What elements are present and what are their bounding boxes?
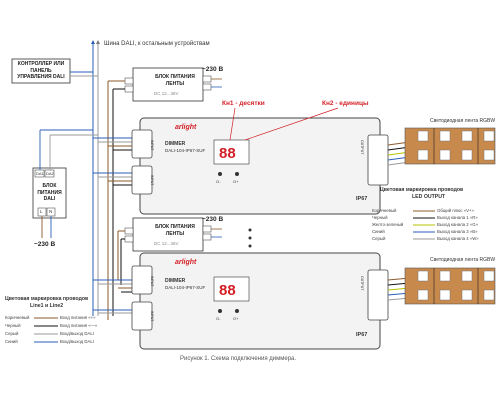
dimmer-bottom-btn2[interactable]: O+: [233, 316, 239, 321]
line-legend-color-2: Серый: [5, 331, 19, 336]
led-legend-color-2: Желто-зеленый: [372, 222, 404, 227]
callout-k1: Кн1 - десятки: [222, 100, 265, 107]
strip-psu-bottom-box: [132, 217, 204, 252]
line-legend-meaning-0: Вход питания «+»: [60, 315, 96, 320]
line-legend-meaning-3: Вход/выход DALI: [60, 339, 94, 344]
dali-psu-terminal-2: DA2: [46, 171, 54, 176]
dimmer-bottom-model: DALI-104-IP67-SUF: [165, 285, 206, 290]
led-legend-title-1: Цветовая маркировка проводов: [380, 187, 464, 193]
dimmer-top-model: DALI-104-IP67-SUF: [165, 148, 206, 153]
dali-psu-n: N: [49, 209, 53, 214]
dimmer-top-output-label: OUTPUT: [360, 140, 364, 155]
dimmer-bottom-output-label: OUTPUT: [360, 276, 364, 291]
dimmer-top-input-label-2: INPUT: [150, 175, 154, 186]
strip-psu-top-label: БЛОК ПИТАНИЯ ЛЕНТЫ: [155, 74, 195, 87]
dimmer-bottom-btn1[interactable]: O-: [216, 316, 221, 321]
dimmer-bottom-title: DIMMER: [165, 278, 186, 284]
led-strip-top: [404, 127, 496, 165]
svg-text:88: 88: [219, 145, 236, 162]
line-legend-color-1: Черный: [5, 323, 21, 328]
dimmer-top-btn1[interactable]: O-: [216, 179, 221, 184]
dali-bus-lines: [91, 40, 100, 316]
dali-psu-terminal-1: DA1: [36, 171, 44, 176]
strip-psu-bottom-label: БЛОК ПИТАНИЯ ЛЕНТЫ: [155, 224, 195, 237]
figure-caption: Рисунок 1. Схема подключения диммера.: [180, 356, 297, 362]
dimmer-bottom-input-label-2: INPUT: [150, 311, 154, 322]
led-legend-color-4: Серый: [372, 236, 386, 241]
line-legend-color-3: Синий: [5, 339, 18, 344]
strip-bottom-label: Светодиодная лента RGBW: [430, 257, 496, 263]
dimmer-bottom-brand: arlight: [175, 259, 197, 266]
strip-psu-top-box: [132, 67, 204, 102]
strip-psu-bottom-voltage: DC 12...36V: [154, 241, 179, 246]
strip-psu-bottom-mains: ~230 В: [202, 216, 224, 223]
callout-k2: Кн2 - единицы: [322, 100, 369, 107]
dimmer-bottom-input-label: INPUT: [150, 276, 154, 287]
line-legend-meaning-1: Вход питания «—»: [60, 323, 98, 328]
line-legend-title-2: Line1 и Line2: [30, 303, 64, 309]
strip-top-label: Светодиодная лента RGBW: [430, 118, 496, 124]
dimmer-top-body: 88: [131, 117, 389, 215]
led-legend-meaning-2: Выход канала 2 «G»: [437, 222, 478, 227]
dimmer-top-title: DIMMER: [165, 141, 186, 147]
led-legend-meaning-1: Выход канала 1 «R»: [437, 215, 478, 220]
dali-psu-l: L: [40, 209, 43, 214]
controller-box: [11, 58, 71, 84]
svg-text:88: 88: [219, 282, 236, 299]
controller-label: КОНТРОЛЛЕР ИЛИ ПАНЕЛЬ УПРАВЛЕНИЯ DALI: [17, 61, 65, 80]
led-legend-color-0: Коричневый: [372, 208, 397, 213]
led-legend-title-2: LED OUTPUT: [412, 194, 446, 200]
dali-bus-label: Шина DALI, к остальным устройствам: [104, 41, 210, 47]
dimmer-bottom-body: 88: [131, 252, 389, 350]
dimmer-top-brand: arlight: [175, 124, 197, 131]
dimmer-top-btn2[interactable]: O+: [233, 179, 239, 184]
line-legend-meaning-2: Вход/выход DALI: [60, 331, 94, 336]
led-legend-color-1: Черный: [372, 215, 388, 220]
dali-psu-label: БЛОК ПИТАНИЯ DALI: [37, 183, 62, 202]
dimmer-top-input-label: INPUT: [150, 140, 154, 151]
led-legend-meaning-0: Общий плюс «V+»: [437, 208, 474, 213]
led-legend-color-3: Синий: [372, 229, 385, 234]
led-legend-meaning-4: Выход канала 4 «W»: [437, 236, 479, 241]
dimmer-top-rating: IP67: [356, 196, 368, 202]
line-legend-title-1: Цветовая маркировка проводов: [5, 296, 89, 302]
led-strip-bottom: [404, 267, 496, 305]
strip-psu-top-voltage: DC 12...36V: [154, 91, 179, 96]
dimmer-bottom-rating: IP67: [356, 332, 368, 338]
led-legend-meaning-3: Выход канала 3 «B»: [437, 229, 478, 234]
dali-psu-mains: ~230 В: [34, 241, 56, 248]
line-legend-color-0: Коричневый: [5, 315, 30, 320]
strip-psu-top-mains: ~230 В: [202, 66, 224, 73]
